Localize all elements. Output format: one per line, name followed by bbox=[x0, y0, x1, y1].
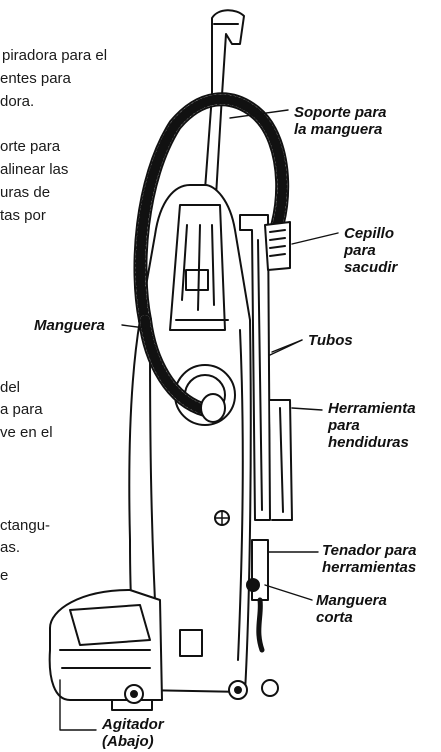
label-agitador: Agitador (Abajo) bbox=[102, 716, 164, 750]
label-tenador-line1: Tenador para bbox=[322, 542, 416, 559]
label-cepillo-line3: sacudir bbox=[344, 259, 397, 276]
label-soporte-line2: la manguera bbox=[294, 121, 387, 138]
label-tenador-line2: herramientas bbox=[322, 559, 416, 576]
label-agitador-line2: (Abajo) bbox=[102, 733, 164, 750]
label-manguera-corta-line1: Manguera bbox=[316, 592, 387, 609]
label-cepillo-line2: para bbox=[344, 242, 397, 259]
label-tubos: Tubos bbox=[308, 332, 353, 349]
label-herramienta-line2: para bbox=[328, 417, 416, 434]
label-manguera-corta-line2: corta bbox=[316, 609, 387, 626]
label-manguera-corta: Manguera corta bbox=[316, 592, 387, 626]
label-soporte-manguera: Soporte para la manguera bbox=[294, 104, 387, 138]
label-cepillo-line1: Cepillo bbox=[344, 225, 397, 242]
label-agitador-line1: Agitador bbox=[102, 716, 164, 733]
label-cepillo: Cepillo para sacudir bbox=[344, 225, 397, 276]
label-herramienta-line1: Herramienta bbox=[328, 400, 416, 417]
label-manguera: Manguera bbox=[34, 317, 105, 334]
label-soporte-line1: Soporte para bbox=[294, 104, 387, 121]
label-tenador: Tenador para herramientas bbox=[322, 542, 416, 576]
label-herramienta: Herramienta para hendiduras bbox=[328, 400, 416, 451]
label-herramienta-line3: hendiduras bbox=[328, 434, 416, 451]
